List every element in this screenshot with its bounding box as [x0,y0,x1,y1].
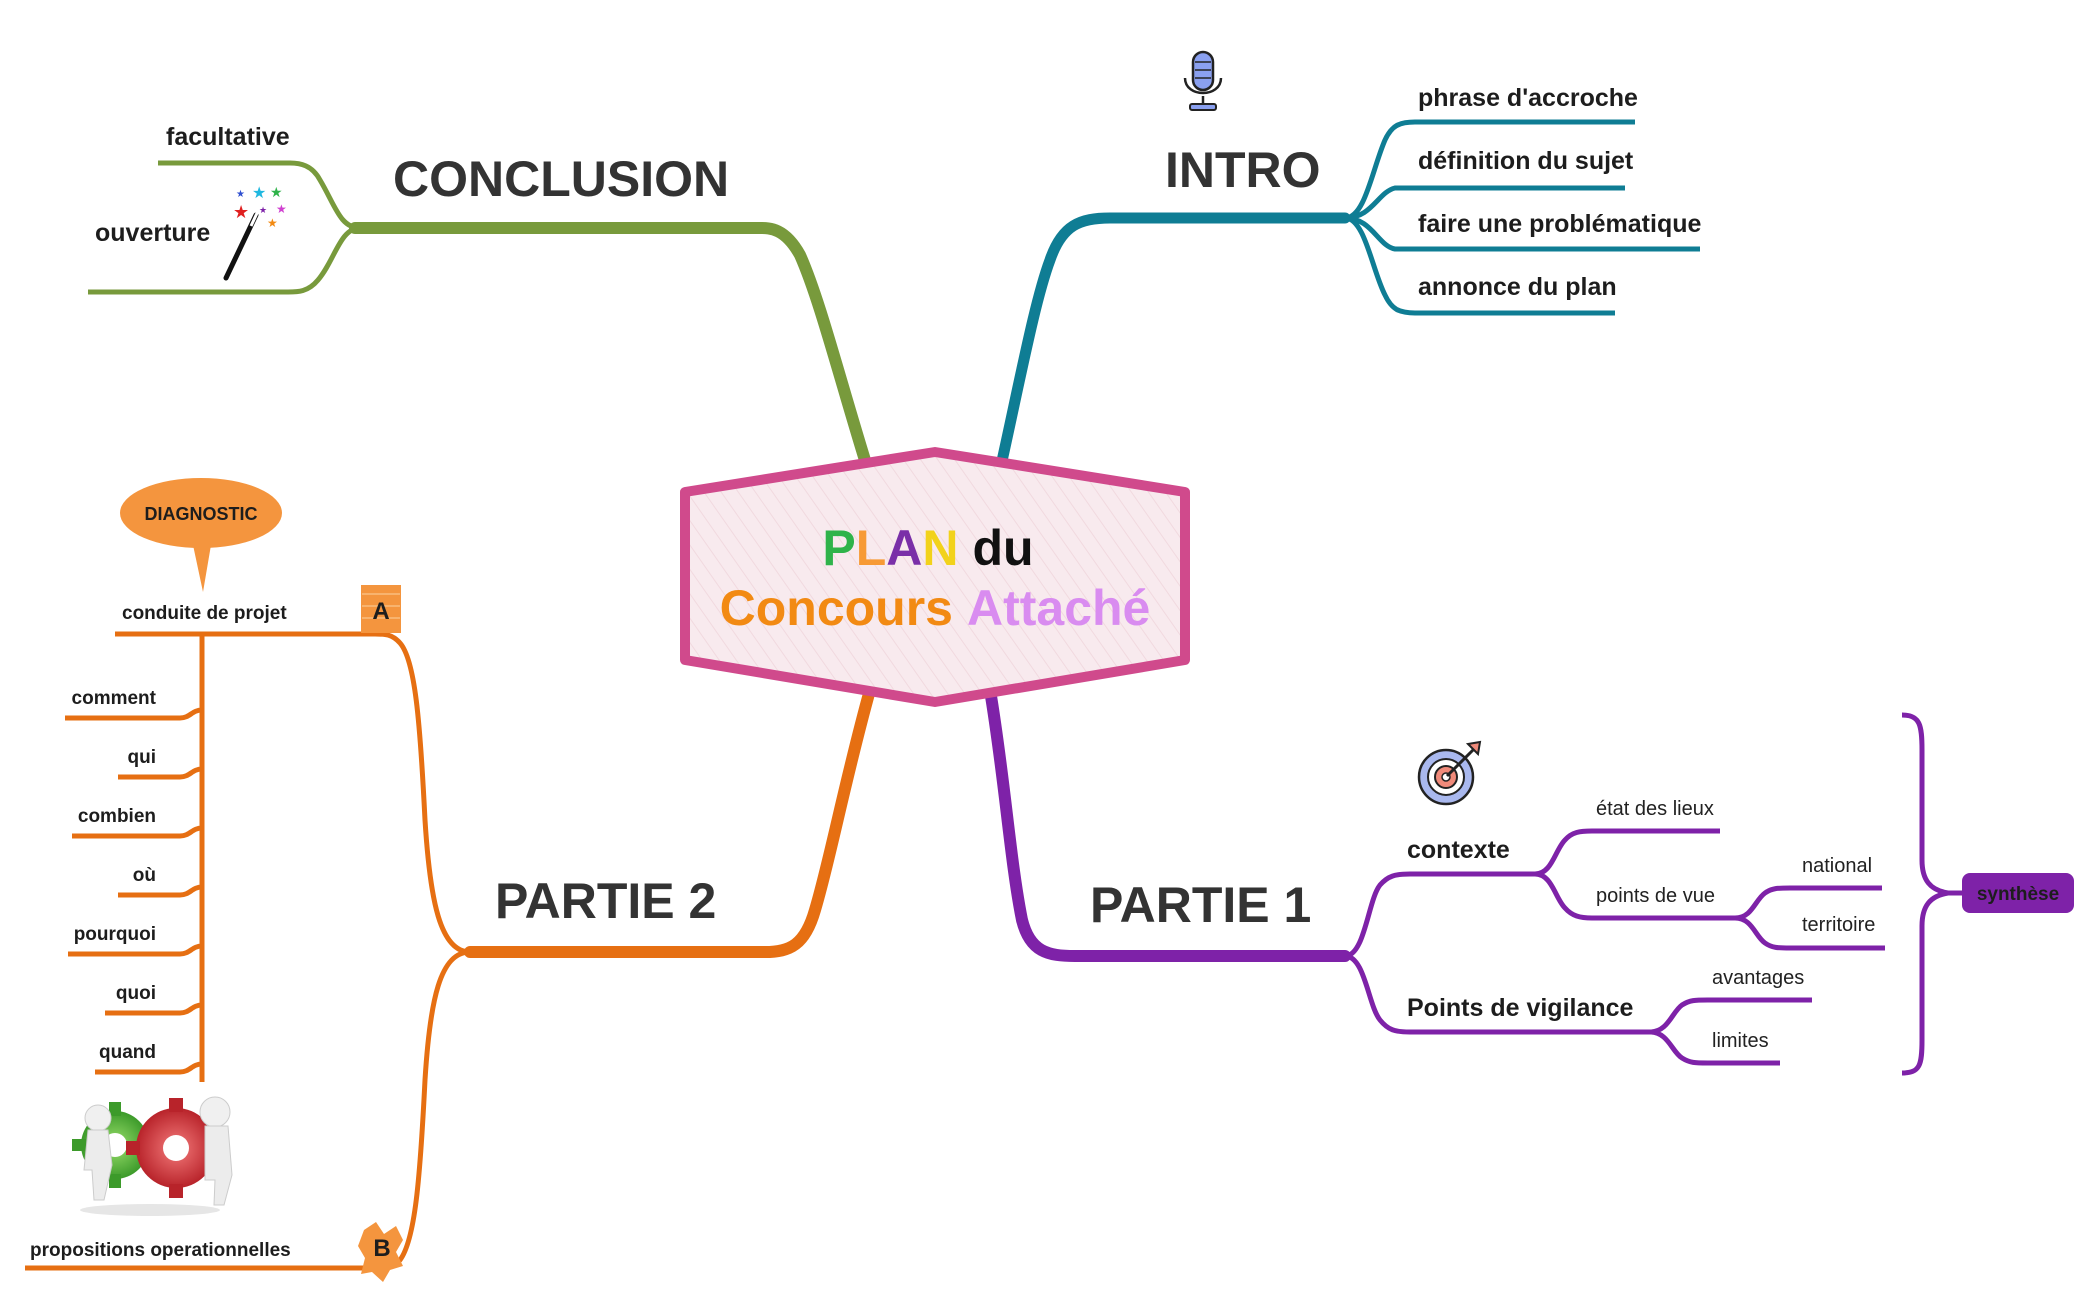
svg-text:★: ★ [276,202,287,216]
marker-a-text: A [372,598,389,625]
svg-text:★: ★ [236,189,245,200]
partie1-fork [1344,871,1650,1035]
marker-b-text: B [373,1235,390,1262]
partie2-sub-item[interactable]: pourquoi [74,924,156,945]
central-title-letter-n: N [922,520,958,576]
central-subtitle-attache: Attaché [967,580,1150,636]
partie2-label[interactable]: PARTIE 2 [495,873,716,929]
intro-main-connector [994,212,1351,476]
vigilance-item-limites[interactable]: limites [1712,1030,1769,1052]
vigilance-fork [1649,997,1812,1066]
marker-b-badge: B [358,1222,403,1282]
svg-text:★: ★ [267,216,278,230]
intro-fork [1344,119,1700,316]
vigilance-item-avantages[interactable]: avantages [1712,967,1804,989]
gears-people-icon [72,1096,233,1216]
contexte-item-etat[interactable]: état des lieux [1596,798,1714,820]
magic-wand-icon: ★ ★ ★ ★ ★ ★ ★ [223,184,287,281]
partie2-main-connector [464,684,876,958]
summary-badge[interactable]: synthèse [1962,873,2074,913]
central-title-word: du [973,520,1034,576]
intro-item-accroche[interactable]: phrase d'accroche [1418,84,1638,112]
partie2-sub-item[interactable]: où [133,865,156,886]
conclusion-label[interactable]: CONCLUSION [393,151,729,207]
partie2-item-conduite[interactable]: conduite de projet [122,603,287,624]
vigilance-label[interactable]: Points de vigilance [1407,994,1634,1022]
intro-item-annonce[interactable]: annonce du plan [1418,273,1617,301]
svg-text:★: ★ [233,202,249,222]
contexte-item-pdv[interactable]: points de vue [1596,885,1715,907]
target-icon [1417,740,1482,806]
central-subtitle-concours: Concours [720,580,953,636]
partie2-sub-item[interactable]: quand [99,1042,156,1063]
pdv-item-national[interactable]: national [1802,855,1872,877]
intro-item-definition[interactable]: définition du sujet [1418,147,1634,175]
partie2-sub-connector [95,1061,203,1075]
partie2-sub-connector [118,766,203,780]
svg-text:★: ★ [252,185,266,202]
contexte-label[interactable]: contexte [1407,836,1510,864]
summary-text: synthèse [1977,884,2059,905]
diagnostic-callout[interactable]: DIAGNOSTIC [120,478,282,592]
partie2-sub-item[interactable]: combien [78,806,156,827]
pdv-fork [1734,885,1885,951]
microphone-icon [1183,50,1223,111]
intro-label[interactable]: INTRO [1165,142,1321,198]
svg-text:★: ★ [259,205,267,215]
conclusion-item-facultative[interactable]: facultative [166,123,290,151]
conclusion-item-ouverture[interactable]: ouverture [95,219,210,247]
central-title-letter-a: A [886,520,922,576]
central-title-letter-p: P [822,520,855,576]
partie2-sub-item[interactable]: qui [128,747,157,768]
intro-item-problematique[interactable]: faire une problématique [1418,210,1701,238]
partie2-sub-connector [118,884,203,898]
partie2-sub-item[interactable]: quoi [116,983,156,1004]
partie1-main-connector [984,684,1351,962]
partie2-sub-connector [72,825,203,839]
contexte-fork [1534,828,1735,921]
diagnostic-callout-text: DIAGNOSTIC [144,504,257,524]
partie2-sub-connectors [65,707,203,1075]
partie2-sub-item[interactable]: comment [72,688,157,709]
pdv-item-territoire[interactable]: territoire [1802,914,1875,936]
partie2-sub-connector [65,707,203,721]
central-title-letter-l: L [856,520,887,576]
marker-a-badge: A [361,585,401,633]
conclusion-fork [88,160,361,295]
partie2-sub-connector [105,1002,203,1016]
partie2-sub-items: comment qui combien où pourquoi quoi quand [72,688,157,1063]
summary-brace [1901,712,1949,1076]
conclusion-main-connector [349,222,874,476]
partie2-sub-connector [68,943,203,957]
central-topic-shape [680,447,1190,707]
partie1-label[interactable]: PARTIE 1 [1090,877,1311,933]
partie2-item-propositions[interactable]: propositions operationnelles [30,1240,291,1261]
svg-text:★: ★ [270,184,283,200]
